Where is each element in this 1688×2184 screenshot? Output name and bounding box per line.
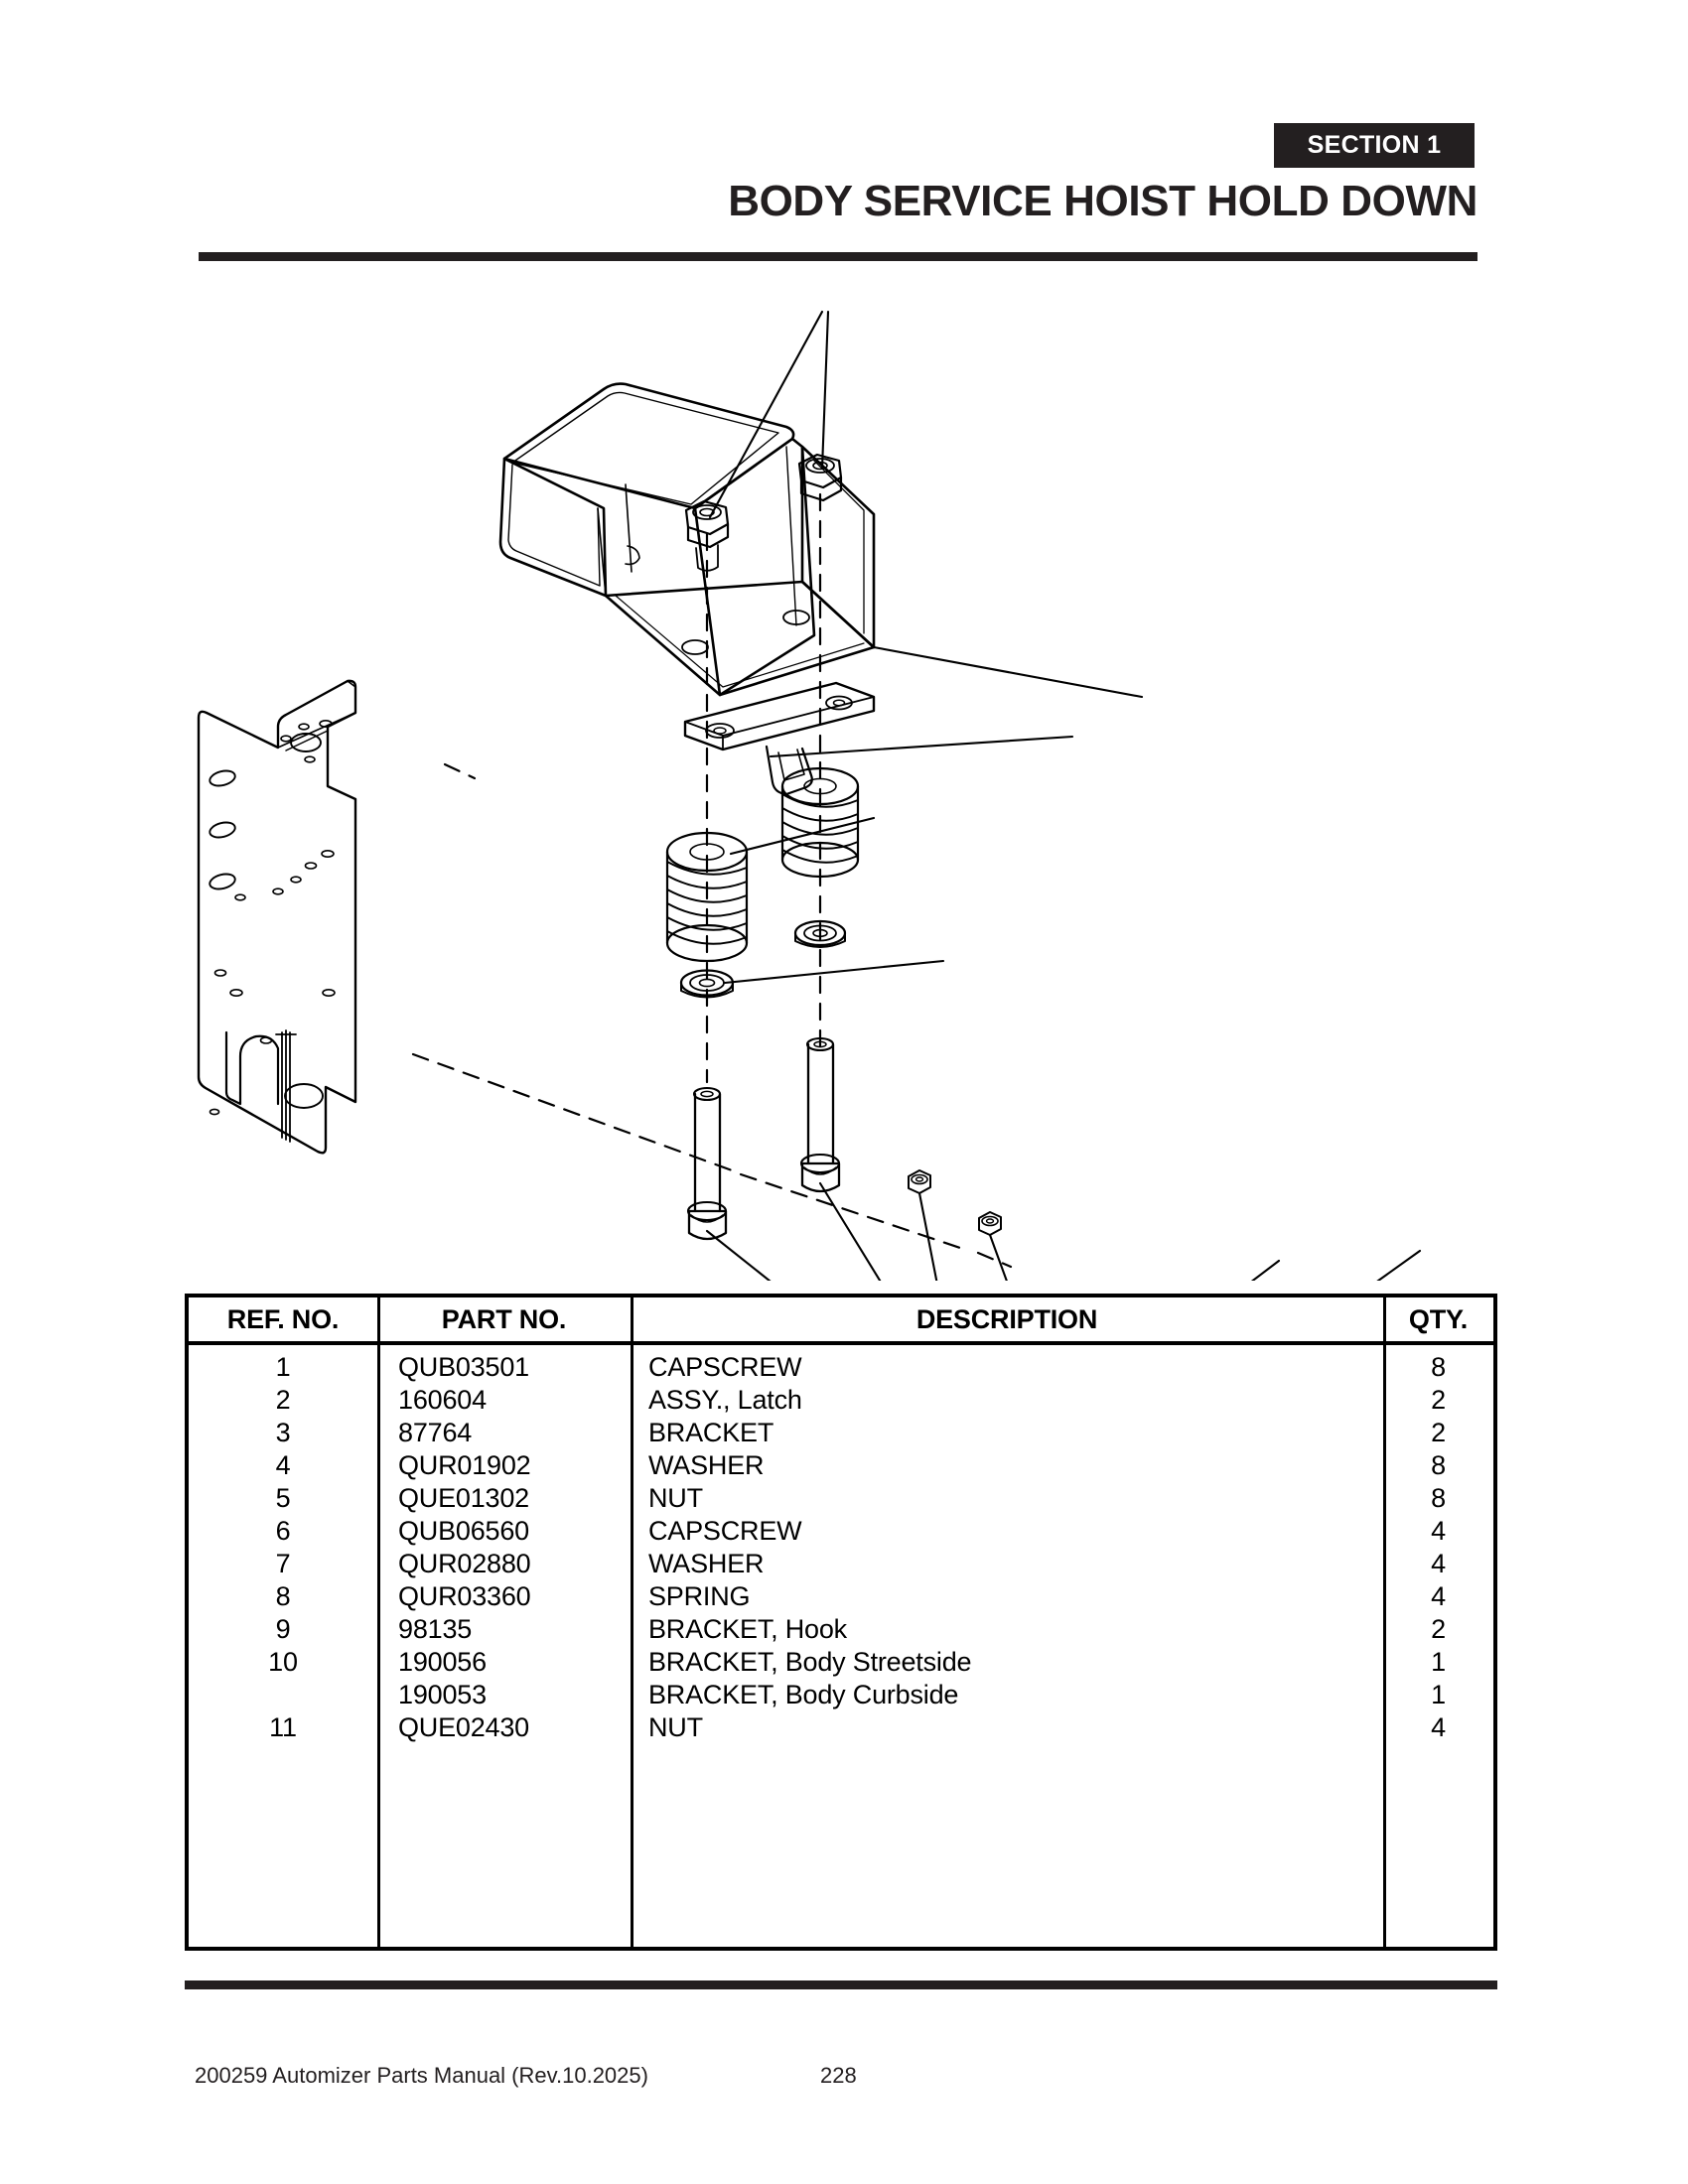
- parts-table-header: REF. NO. PART NO. DESCRIPTION QTY.: [189, 1297, 1493, 1345]
- cell-part-no: 87764: [398, 1418, 473, 1447]
- cell-ref-no: 2: [275, 1385, 291, 1415]
- footer-page-number: 228: [820, 2063, 857, 2088]
- section-badge: SECTION 1: [1274, 123, 1475, 168]
- header-rule: [199, 252, 1477, 261]
- cell-qty: 8: [1431, 1483, 1446, 1513]
- cell-qty: 4: [1431, 1516, 1446, 1546]
- capscrew-long-right: [799, 1036, 841, 1193]
- cell-qty: 4: [1431, 1549, 1446, 1578]
- cell-ref-no: 1: [275, 1352, 291, 1382]
- body-bracket-plate: [197, 679, 357, 1155]
- cell-description: ASSY., Latch: [648, 1385, 802, 1415]
- cell-description: BRACKET, Hook: [648, 1614, 847, 1644]
- table-row: 3 87764 BRACKET 2: [189, 1417, 1493, 1449]
- cell-ref-no: 4: [275, 1450, 291, 1480]
- cell-part-no: QUB03501: [398, 1352, 529, 1382]
- cell-description: CAPSCREW: [648, 1516, 802, 1546]
- column-header-description: DESCRIPTION: [915, 1303, 1098, 1334]
- page-title: BODY SERVICE HOIST HOLD DOWN: [728, 177, 1477, 225]
- cell-description: NUT: [648, 1483, 703, 1513]
- table-row: 4 QUR01902 WASHER 8: [189, 1449, 1493, 1482]
- cell-qty: 4: [1431, 1712, 1446, 1742]
- cell-ref-no: 3: [275, 1418, 291, 1447]
- table-row: 6 QUB06560 CAPSCREW 4: [189, 1515, 1493, 1548]
- cell-part-no: 190053: [398, 1680, 487, 1709]
- cell-qty: 1: [1431, 1680, 1446, 1709]
- washer-right: [793, 919, 847, 948]
- cell-ref-no: 8: [275, 1581, 291, 1611]
- column-header-ref-no: REF. NO.: [226, 1303, 340, 1334]
- footer-manual-reference: 200259 Automizer Parts Manual (Rev.10.20…: [195, 2063, 648, 2088]
- cell-qty: 4: [1431, 1581, 1446, 1611]
- cell-part-no: QUR03360: [398, 1581, 531, 1611]
- footer-rule: [185, 1980, 1497, 1989]
- table-row: 9 98135 BRACKET, Hook 2: [189, 1613, 1493, 1646]
- exploded-parts-diagram: [179, 298, 1509, 1281]
- column-divider-1: [377, 1297, 380, 1341]
- cell-description: CAPSCREW: [648, 1352, 802, 1382]
- column-header-qty: QTY.: [1408, 1303, 1469, 1334]
- body-divider-3: [1383, 1345, 1386, 1947]
- cell-part-no: 160604: [398, 1385, 487, 1415]
- cell-qty: 8: [1431, 1352, 1446, 1382]
- hex-nut-upper-left: [684, 499, 730, 572]
- capscrew-long-left: [686, 1086, 728, 1241]
- cell-description: NUT: [648, 1712, 703, 1742]
- hex-nut-upper-right: [797, 453, 843, 502]
- hook-bracket-flat-bar: [683, 681, 876, 796]
- cell-qty: 8: [1431, 1450, 1446, 1480]
- body-divider-2: [631, 1345, 633, 1947]
- cell-description: WASHER: [648, 1549, 765, 1578]
- table-row: 5 QUE01302 NUT 8: [189, 1482, 1493, 1515]
- table-row: 8 QUR03360 SPRING 4: [189, 1580, 1493, 1613]
- coil-spring-left: [665, 831, 749, 963]
- cell-description: BRACKET, Body Curbside: [648, 1680, 959, 1709]
- column-divider-2: [631, 1297, 633, 1341]
- cell-part-no: QUE01302: [398, 1483, 529, 1513]
- small-nut-left: [908, 1169, 931, 1194]
- cell-description: BRACKET: [648, 1418, 774, 1447]
- cell-ref-no: 6: [275, 1516, 291, 1546]
- cell-description: SPRING: [648, 1581, 751, 1611]
- leader-lines: [705, 310, 1422, 1281]
- column-header-part-no: PART NO.: [441, 1303, 567, 1334]
- cell-part-no: 190056: [398, 1647, 487, 1677]
- table-row: 1 QUB03501 CAPSCREW 8: [189, 1351, 1493, 1384]
- table-row: 10 190056 BRACKET, Body Streetside 1: [189, 1646, 1493, 1679]
- cell-part-no: QUB06560: [398, 1516, 529, 1546]
- cell-qty: 1: [1431, 1647, 1446, 1677]
- table-row: 2 160604 ASSY., Latch 2: [189, 1384, 1493, 1417]
- cell-ref-no: 11: [269, 1712, 297, 1742]
- cell-qty: 2: [1431, 1418, 1446, 1447]
- cell-part-no: QUR01902: [398, 1450, 531, 1480]
- cell-ref-no: 10: [268, 1647, 298, 1677]
- cell-ref-no: 9: [275, 1614, 291, 1644]
- cell-part-no: QUE02430: [398, 1712, 529, 1742]
- cell-description: WASHER: [648, 1450, 765, 1480]
- table-row: 11 QUE02430 NUT 4: [189, 1711, 1493, 1744]
- cell-description: BRACKET, Body Streetside: [648, 1647, 972, 1677]
- cell-qty: 2: [1431, 1385, 1446, 1415]
- body-divider-1: [377, 1345, 380, 1947]
- cell-ref-no: [189, 1679, 377, 1711]
- cell-ref-no: 5: [275, 1483, 291, 1513]
- small-nut-right: [978, 1211, 1002, 1236]
- table-row: 7 QUR02880 WASHER 4: [189, 1548, 1493, 1580]
- cell-part-no: QUR02880: [398, 1549, 531, 1578]
- cell-qty: 2: [1431, 1614, 1446, 1644]
- cell-ref-no: 7: [275, 1549, 291, 1578]
- cell-part-no: 98135: [398, 1614, 473, 1644]
- table-row: 190053 BRACKET, Body Curbside 1: [189, 1679, 1493, 1711]
- column-divider-3: [1383, 1297, 1386, 1341]
